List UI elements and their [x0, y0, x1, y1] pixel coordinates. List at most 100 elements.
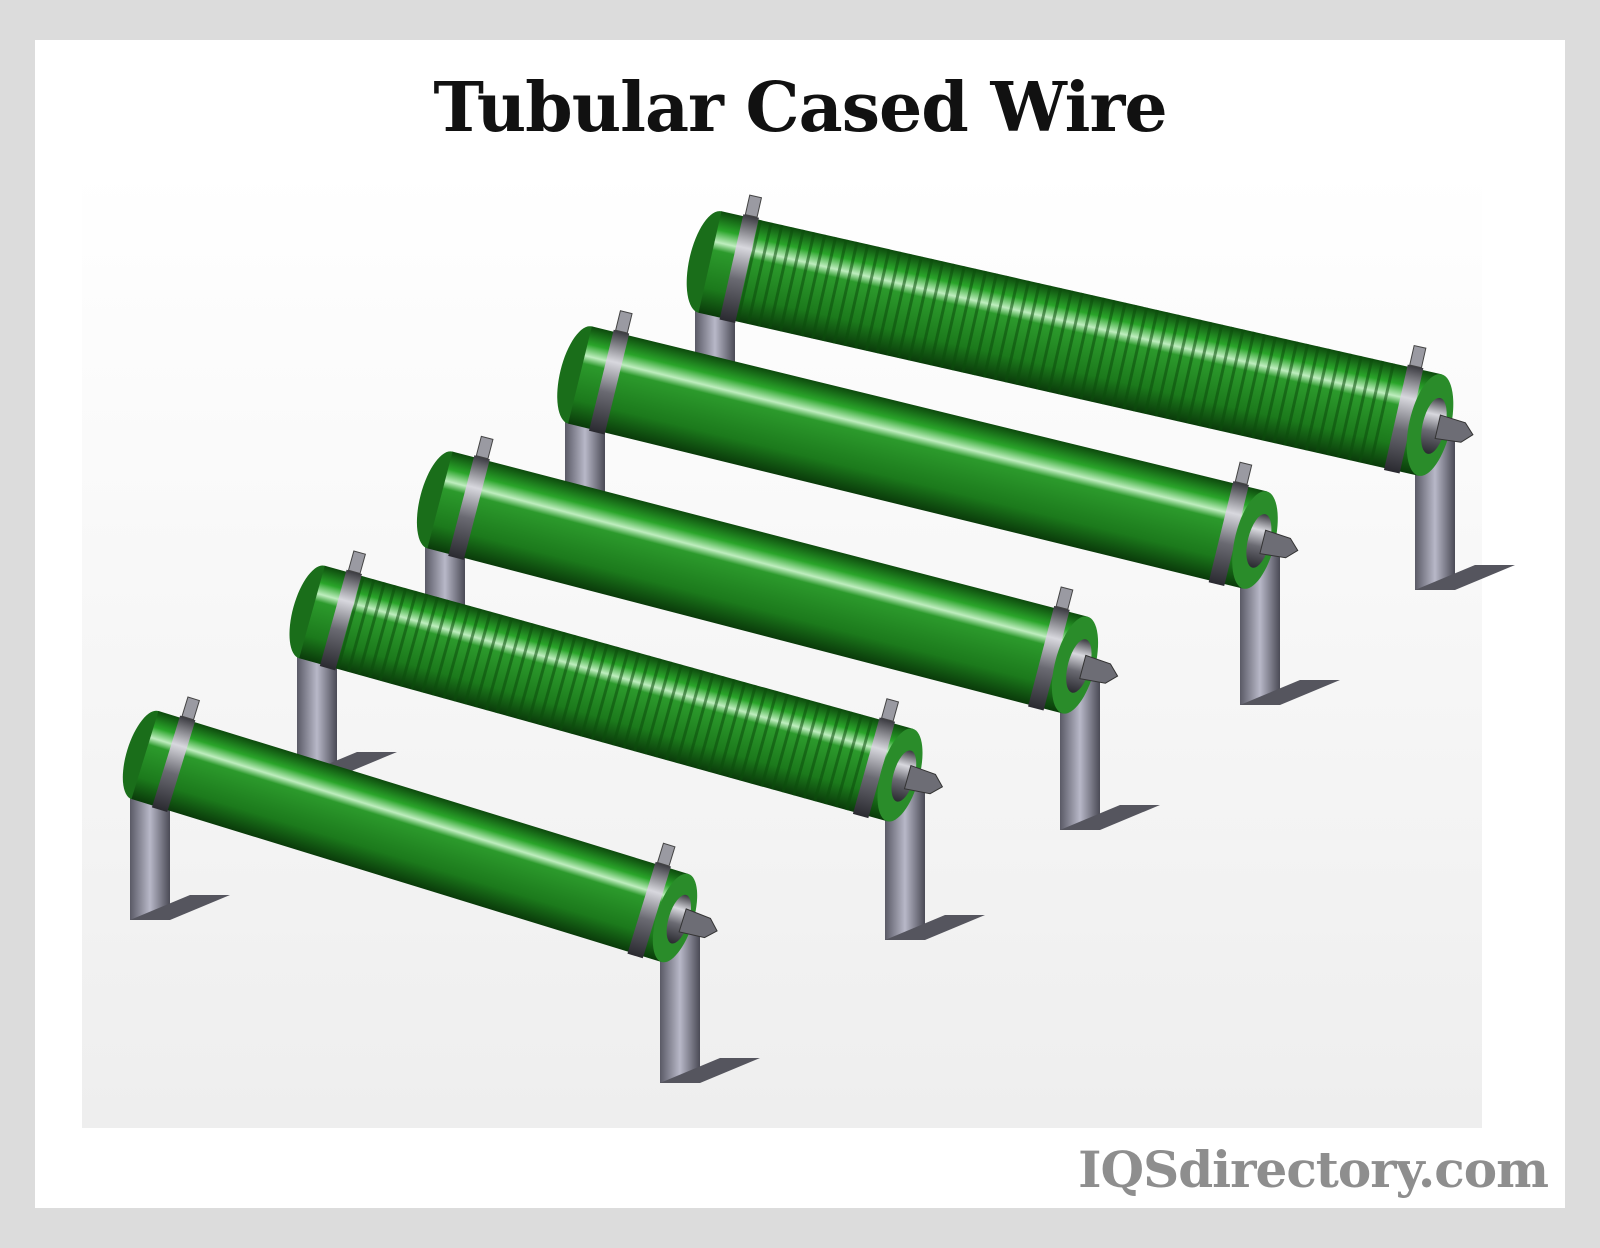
bracket-foot — [1240, 680, 1340, 705]
wire-rib — [789, 231, 816, 335]
wire-rib — [516, 625, 546, 720]
terminal-tab — [744, 194, 763, 218]
metal-band — [852, 717, 896, 819]
wire-rib — [399, 593, 429, 687]
wire-rib — [1133, 309, 1159, 412]
wire-rib — [474, 614, 503, 708]
wire-rib — [1025, 285, 1052, 388]
bracket-foot — [130, 895, 230, 920]
wire-rib — [811, 236, 838, 339]
wire-rib — [601, 649, 630, 743]
wire-rib — [622, 655, 652, 749]
bracket-foot — [885, 915, 985, 940]
end-cap — [666, 894, 692, 944]
metal-band — [589, 329, 630, 435]
wire-rib — [1208, 326, 1235, 429]
wire-rib — [686, 672, 715, 767]
terminal-nut — [1259, 529, 1299, 559]
wire-rib — [346, 578, 376, 673]
wire-rib — [1240, 333, 1267, 437]
wire-rib — [1283, 343, 1310, 446]
wire-rib — [781, 699, 811, 793]
wire-rib — [336, 576, 365, 670]
wire-rib — [1347, 358, 1374, 461]
bracket-foot — [1060, 805, 1160, 830]
wire-rib — [548, 634, 577, 729]
wire-rib — [1047, 290, 1074, 393]
wire-rib — [1261, 338, 1288, 441]
metal-band — [448, 455, 490, 560]
terminal-nut — [1434, 414, 1474, 443]
wire-rib — [643, 661, 673, 755]
wire-rib — [484, 617, 514, 711]
wire-rib — [993, 278, 1020, 381]
wire-rib — [757, 224, 784, 327]
wire-rib — [1175, 319, 1202, 422]
wire-rib — [739, 687, 768, 782]
wire-rib — [1326, 353, 1353, 456]
mounting-bracket — [1060, 675, 1100, 830]
terminal-tab — [880, 698, 900, 722]
bracket-foot — [1415, 565, 1515, 590]
wire-rib — [834, 714, 864, 808]
terminal-tab — [1055, 586, 1074, 610]
metal-band — [627, 861, 671, 959]
wire-rib — [675, 670, 705, 764]
wire-rib — [939, 265, 966, 369]
wire-rib — [1122, 307, 1149, 410]
terminal-tab — [347, 550, 367, 575]
resistor — [122, 696, 760, 1083]
wire-rib — [452, 608, 482, 702]
wire-rib — [431, 602, 461, 696]
wire-rib — [1004, 280, 1031, 383]
wire-rib — [823, 711, 853, 805]
wire-rib — [792, 702, 821, 796]
wire-rib — [421, 599, 450, 693]
terminal-nut — [1079, 654, 1119, 684]
wire-rib — [1186, 321, 1213, 424]
wire-rib — [736, 219, 762, 322]
metal-band — [719, 214, 759, 324]
resistor — [686, 194, 1515, 590]
wire-rib — [1358, 360, 1385, 463]
wire-rib — [961, 270, 988, 373]
wire-rib — [357, 581, 387, 676]
metal-band — [1028, 605, 1070, 711]
mounting-bracket — [1240, 550, 1280, 705]
wire-rib — [1315, 350, 1342, 454]
wire-rib — [875, 251, 902, 354]
wire-rib — [918, 261, 945, 364]
wire-rib — [368, 584, 397, 679]
metal-band — [319, 569, 362, 671]
wire-rib — [1079, 297, 1106, 400]
wire-rib — [590, 646, 620, 740]
wire-rib — [1036, 287, 1063, 390]
wire-rib — [1090, 299, 1116, 403]
wire-rib — [717, 681, 747, 776]
wire-rib — [463, 611, 493, 705]
wire-rib — [1165, 316, 1192, 420]
wire-rib — [907, 258, 934, 361]
metal-band — [151, 715, 196, 813]
wire-rib — [821, 239, 848, 342]
wire-rib — [1336, 355, 1363, 458]
wire-rib — [896, 256, 923, 359]
wire-rib — [1293, 346, 1320, 449]
wire-rib — [1015, 282, 1041, 386]
wire-rib — [633, 658, 662, 752]
wire-rib — [410, 596, 440, 690]
wire-rib — [929, 263, 956, 366]
wire-rib — [527, 628, 556, 723]
ceramic-case — [131, 711, 689, 962]
metal-band — [1383, 364, 1424, 474]
wire-rib — [654, 664, 683, 758]
wire-rib — [664, 667, 694, 761]
wire-rib — [864, 248, 891, 352]
mounting-bracket — [660, 928, 700, 1083]
wire-rib — [886, 253, 913, 356]
wire-rib — [611, 652, 641, 746]
ceramic-case — [568, 326, 1267, 589]
terminal-tab — [1234, 461, 1253, 486]
wire-rib — [580, 643, 609, 737]
wire-rib — [1272, 341, 1299, 444]
